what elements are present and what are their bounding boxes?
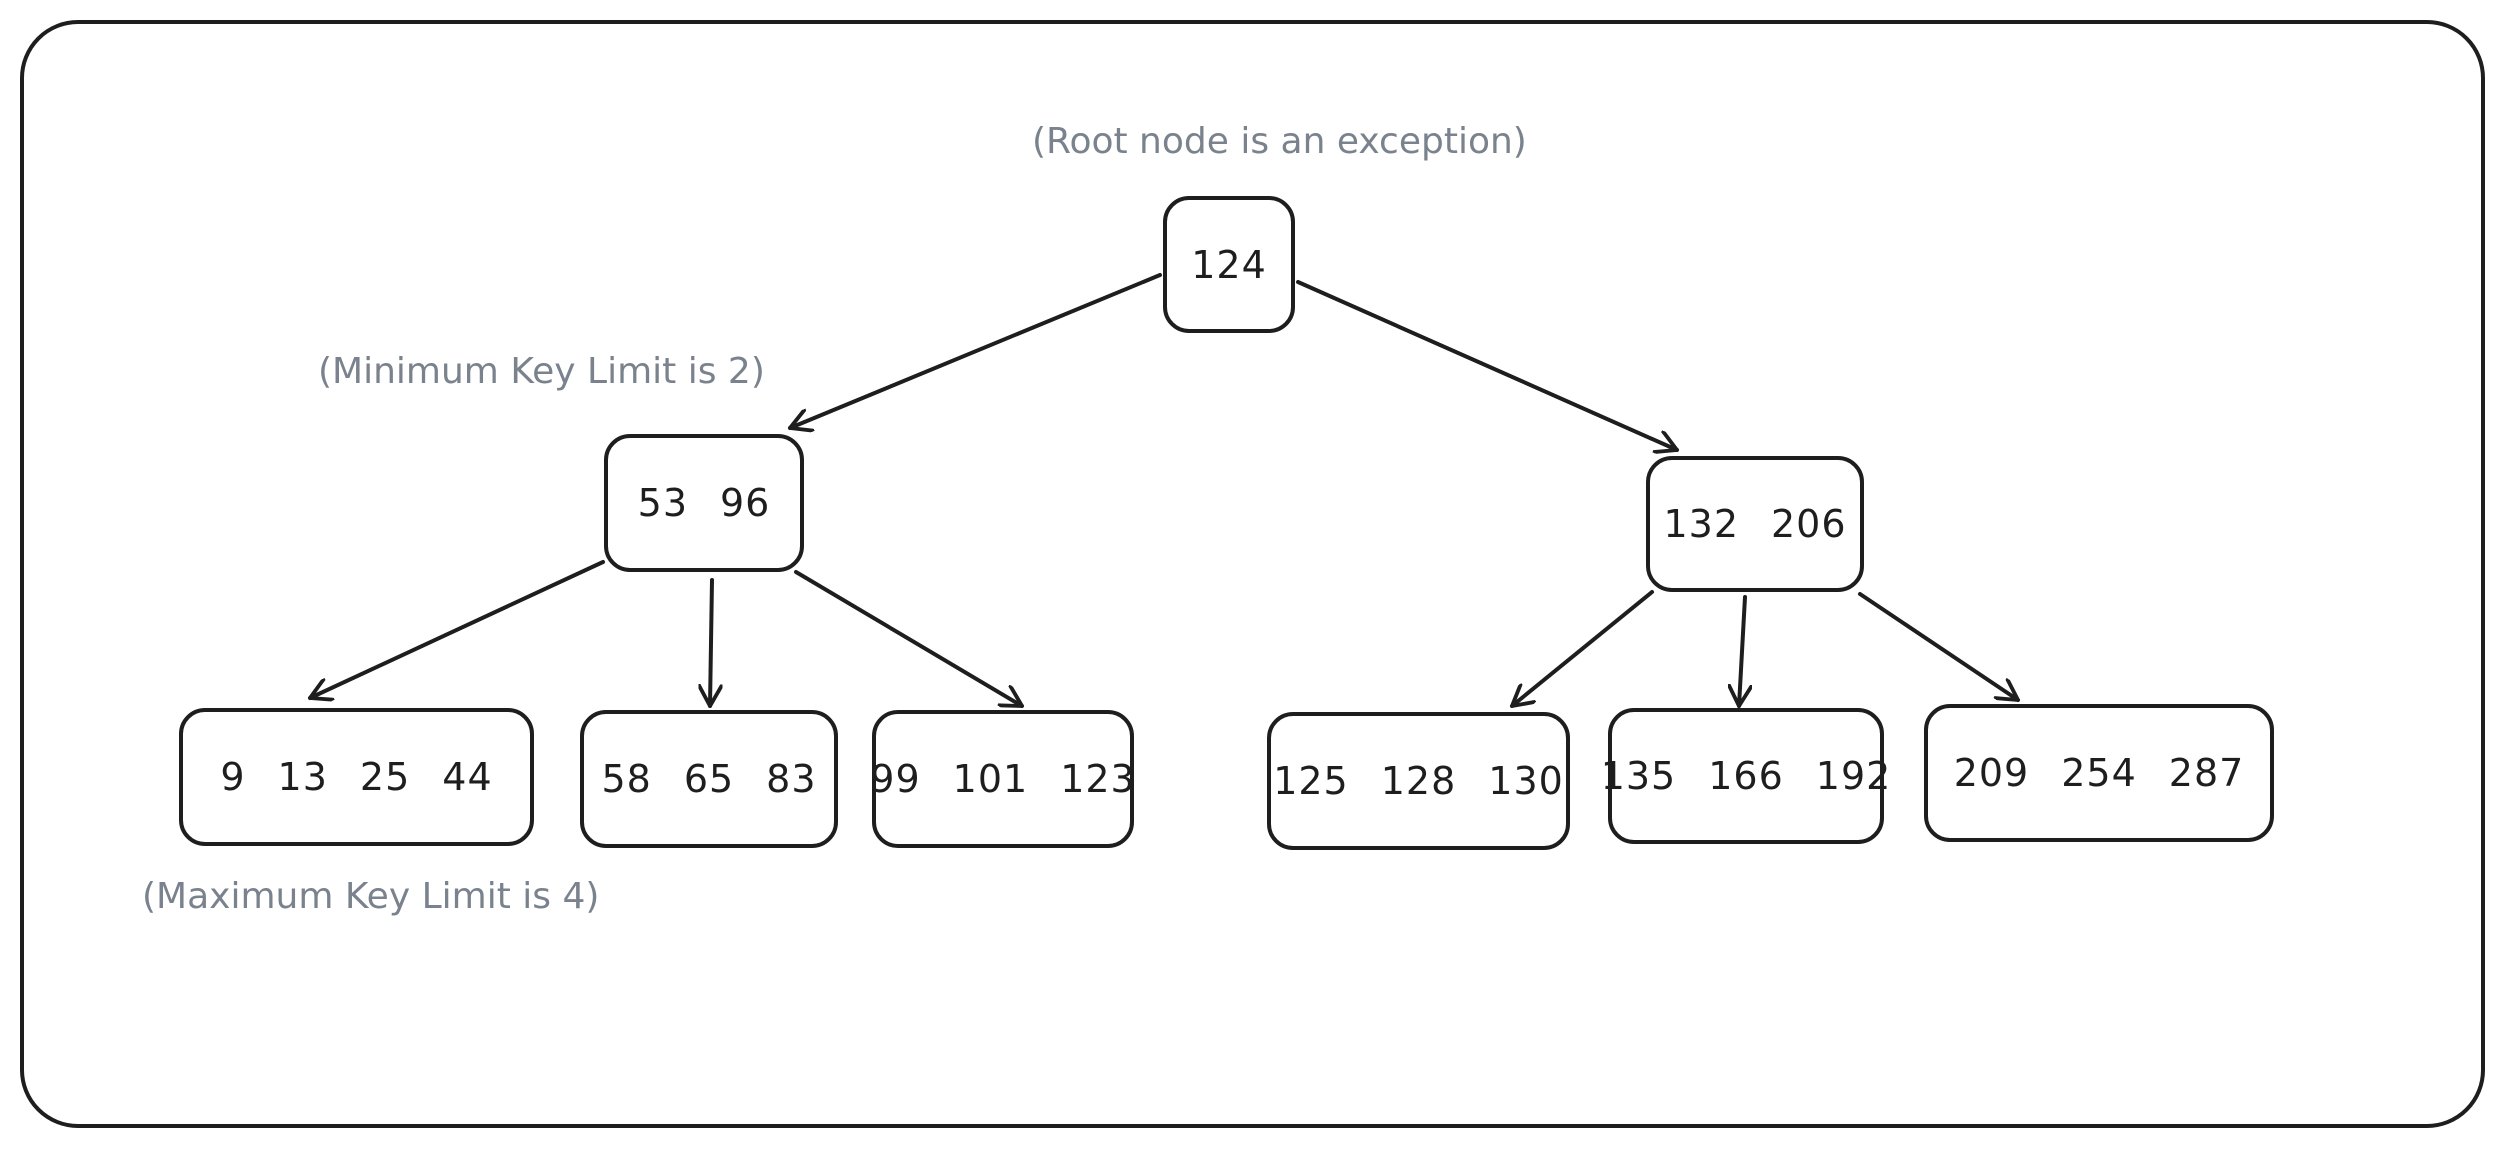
node-key: 53: [637, 481, 688, 525]
diagram-frame: [20, 20, 2485, 1128]
maximum-key-limit-note: (Maximum Key Limit is 4): [142, 876, 600, 917]
node-key: 25: [359, 755, 411, 799]
node-key: 101: [952, 757, 1029, 801]
leaf-node-3: 99 101 123: [870, 710, 1135, 848]
node-key: 123: [1060, 757, 1136, 801]
internal-node-right: 132 206: [1646, 456, 1864, 592]
node-key: 132: [1663, 502, 1739, 546]
leaf-node-4: 125 128 130: [1267, 712, 1570, 850]
leaf-node-5: 135 166 192: [1601, 708, 1890, 844]
leaf-node-6: 209 254 287: [1924, 704, 2274, 842]
node-key: 130: [1488, 759, 1564, 803]
minimum-key-limit-note: (Minimum Key Limit is 2): [318, 351, 765, 392]
node-key: 58: [601, 757, 652, 801]
leaf-node-2: 58 65 83: [580, 710, 838, 848]
node-key: 96: [720, 481, 771, 525]
node-key: 254: [2061, 751, 2137, 795]
node-key: 99: [870, 757, 921, 801]
leaf-node-1: 9 13 25 44: [179, 708, 534, 846]
node-key: 128: [1380, 759, 1457, 803]
node-key: 125: [1273, 759, 1349, 803]
internal-node-left: 53 96: [604, 434, 804, 572]
node-key: 124: [1191, 242, 1267, 287]
node-key: 83: [766, 757, 817, 801]
node-key: 13: [277, 755, 328, 799]
root-node: 124: [1163, 196, 1295, 333]
node-key: 209: [1953, 751, 2030, 795]
node-key: 206: [1771, 502, 1847, 546]
node-key: 135: [1600, 754, 1677, 798]
node-key: 192: [1815, 754, 1892, 798]
node-key: 287: [2168, 751, 2245, 795]
node-key: 65: [683, 757, 735, 801]
node-key: 44: [442, 755, 493, 799]
root-exception-note: (Root node is an exception): [1032, 121, 1527, 162]
node-key: 9: [220, 755, 246, 799]
node-key: 166: [1708, 754, 1784, 798]
